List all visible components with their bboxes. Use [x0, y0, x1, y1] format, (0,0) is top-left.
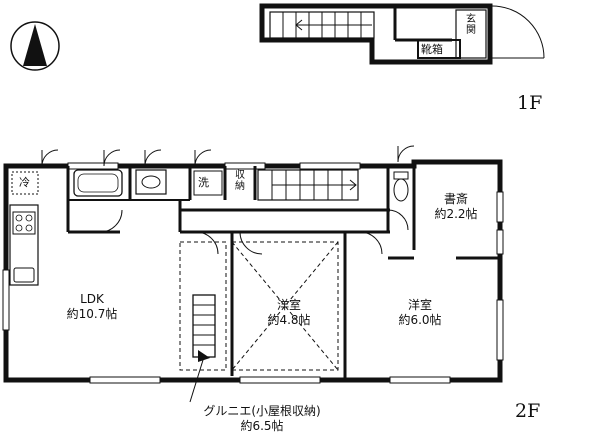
room-ldk: LDK 約10.7帖: [67, 292, 118, 322]
first-floor-plan: [259, 3, 545, 65]
entrance-label: 玄関: [466, 14, 476, 36]
room-western-center-size: 約4.8帖: [267, 313, 311, 327]
room-study-name: 書斎: [443, 192, 468, 206]
floor-label-1f: 1F: [517, 92, 543, 114]
storage-label: 収納: [235, 170, 245, 192]
washer-label: 洗: [198, 176, 209, 189]
north-arrow-icon: [10, 21, 60, 71]
loft-note-line1: グルニエ(小屋根収納): [203, 404, 321, 418]
room-western-center-name: 洋室: [276, 298, 301, 312]
room-western-right-size: 約6.0帖: [398, 313, 442, 327]
loft-note: グルニエ(小屋根収納) 約6.5帖: [203, 404, 320, 434]
room-western-center: 洋室 約4.8帖: [267, 298, 310, 328]
shoe-box-label: 靴箱: [421, 43, 443, 56]
loft-note-line2: 約6.5帖: [240, 419, 284, 433]
room-ldk-size: 約10.7帖: [66, 307, 118, 321]
room-ldk-name: LDK: [80, 292, 104, 306]
fridge-label: 冷: [19, 176, 30, 189]
floor-label-2f: 2F: [515, 400, 541, 422]
room-western-right-name: 洋室: [407, 298, 432, 312]
room-study-size: 約2.2帖: [434, 207, 478, 221]
room-study: 書斎 約2.2帖: [434, 192, 477, 222]
second-floor-plan: [2, 145, 504, 384]
room-western-right: 洋室 約6.0帖: [398, 298, 441, 328]
